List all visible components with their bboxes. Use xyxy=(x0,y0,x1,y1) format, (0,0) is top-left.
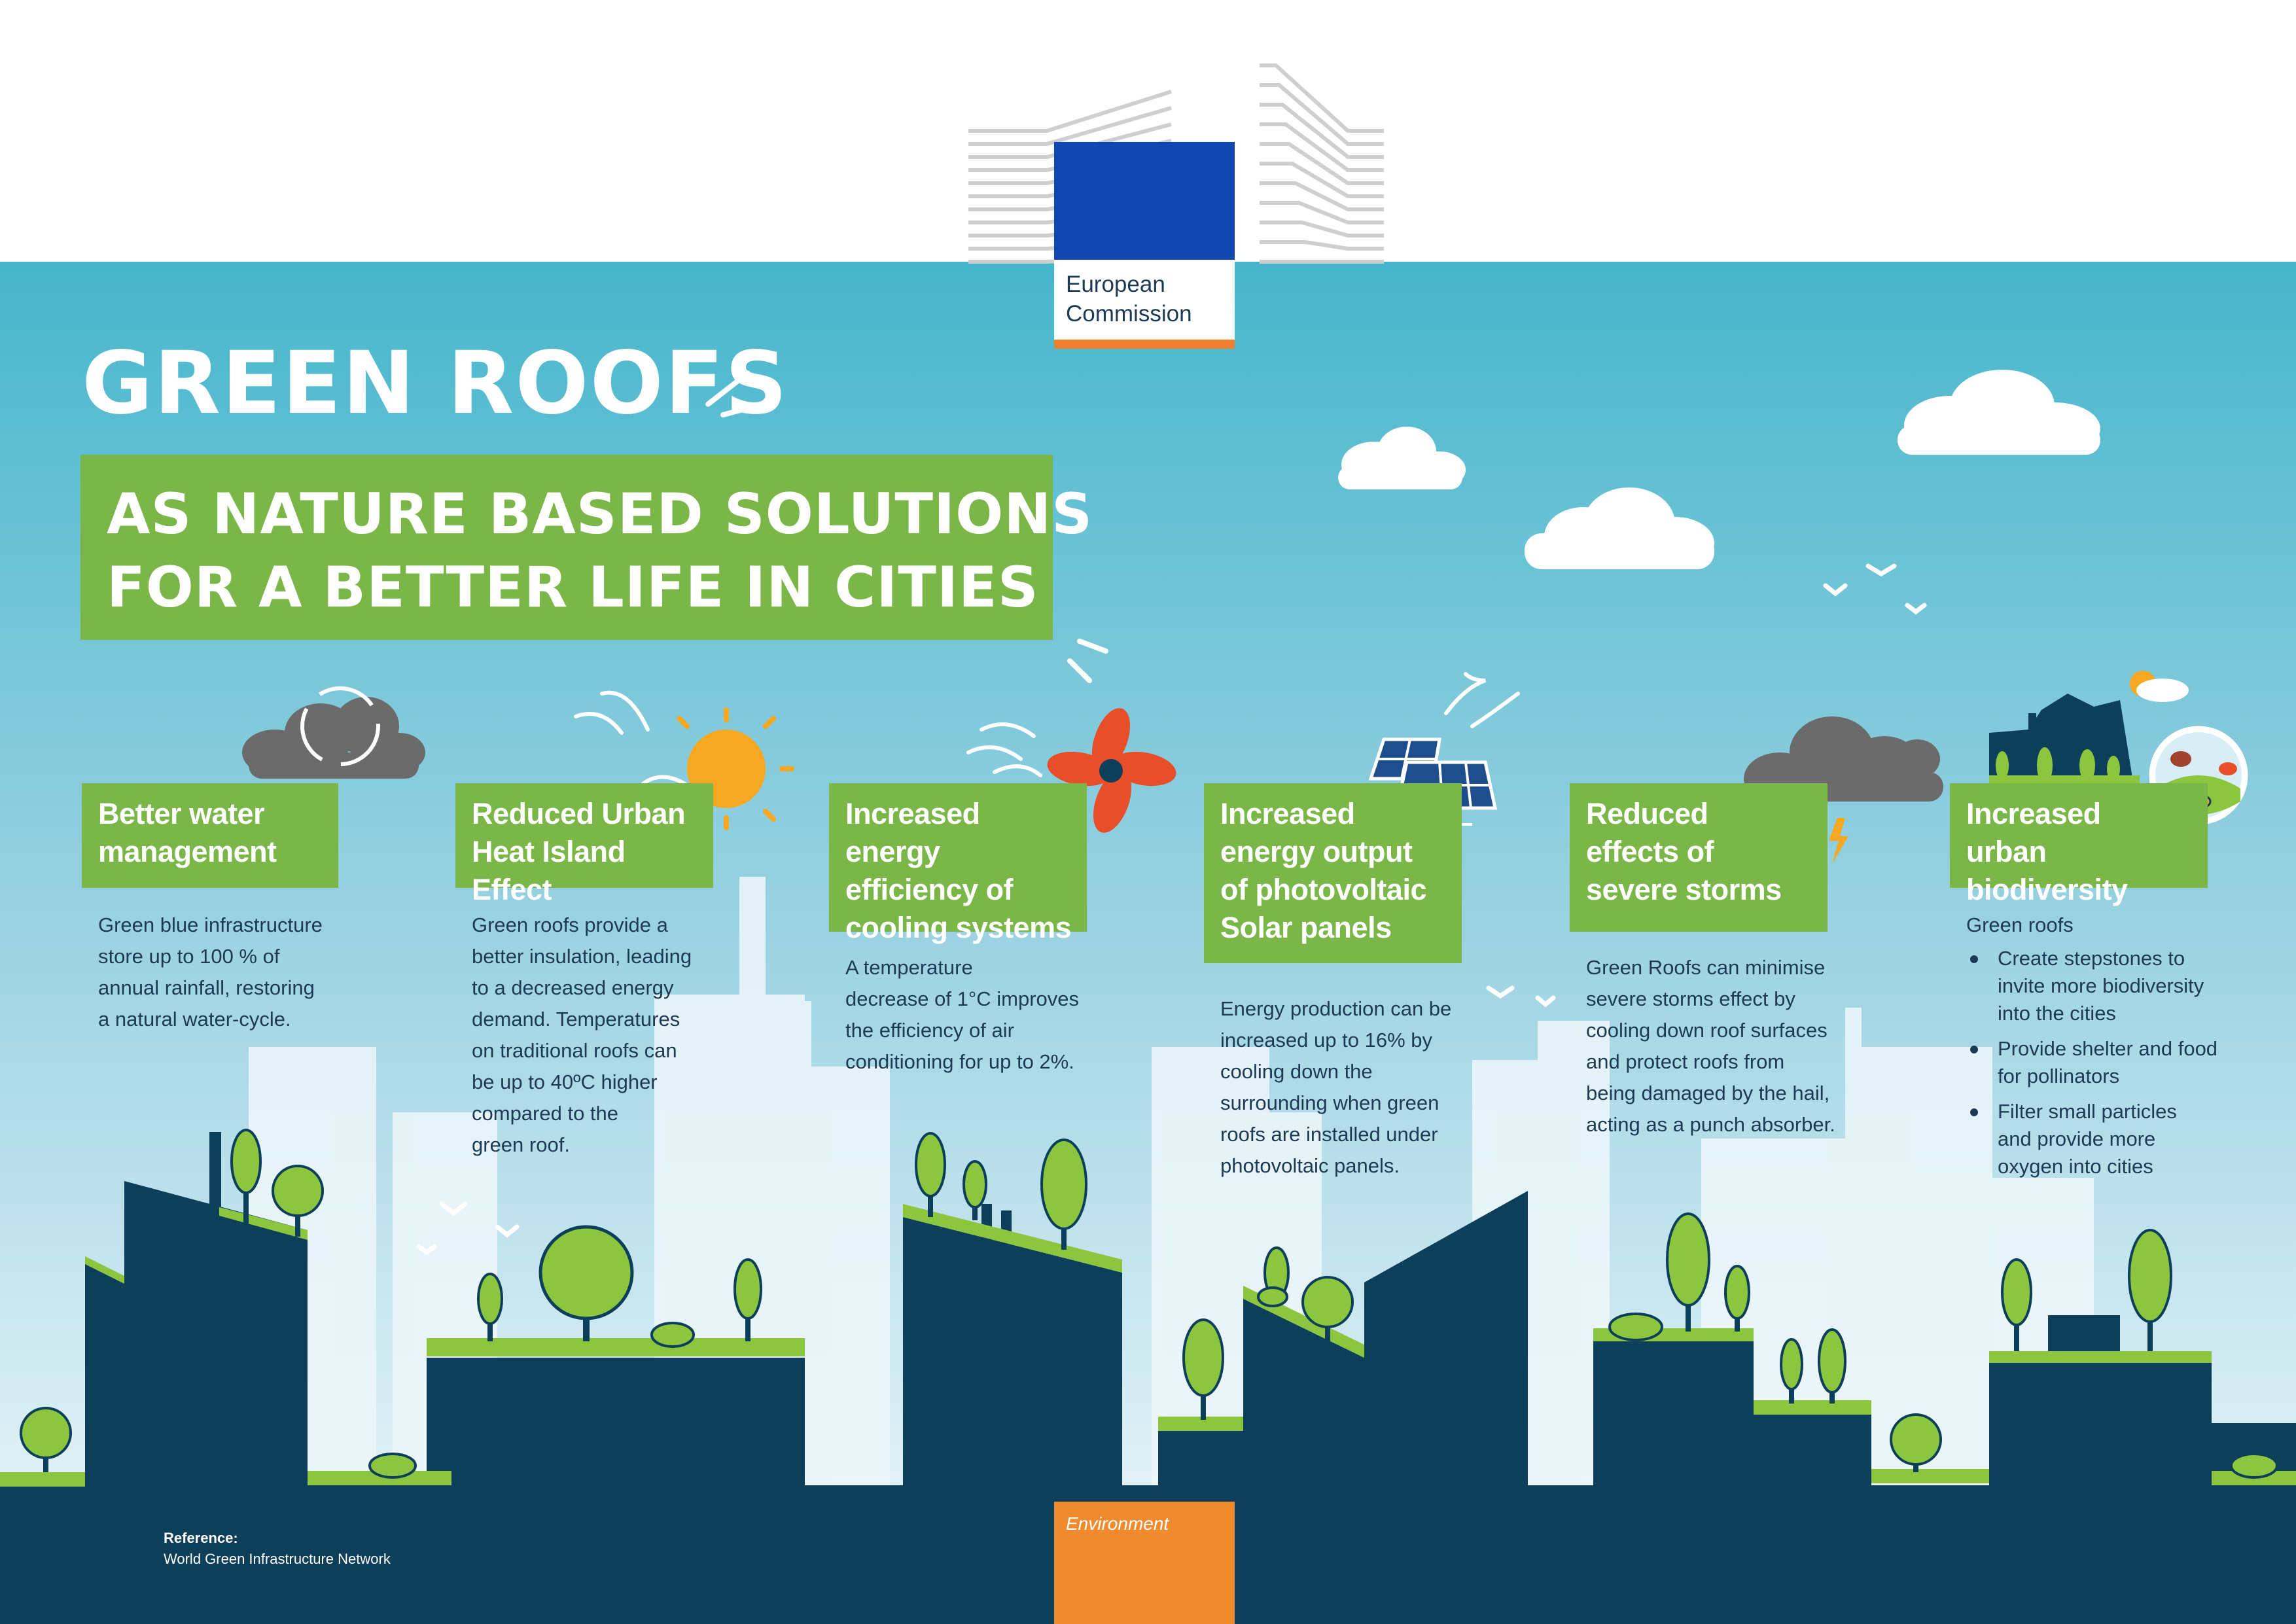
card-cooling-title: Increased energy efficiency of cooling s… xyxy=(845,797,1072,944)
tree-icon xyxy=(915,1132,946,1217)
tree-icon xyxy=(1818,1328,1846,1403)
cloud-icon xyxy=(1898,370,2100,455)
logo-text-line-2: Commission xyxy=(1066,301,1192,327)
bush-icon xyxy=(368,1453,417,1479)
cloud-icon xyxy=(1525,487,1714,569)
page-title: GREEN ROOFS xyxy=(82,333,789,434)
card-solar-title: Increased energy output of photovoltaic … xyxy=(1220,797,1426,944)
tree-icon xyxy=(20,1407,72,1472)
card-cooling-header: Increased energy efficiency of cooling s… xyxy=(829,783,1087,944)
card-heat-header: Reduced Urban Heat Island Effect xyxy=(455,783,713,906)
tree-icon xyxy=(539,1225,634,1341)
tree-icon xyxy=(1040,1139,1087,1250)
birds xyxy=(416,563,1927,1256)
tree-icon xyxy=(1301,1276,1354,1341)
eu-flag-icon xyxy=(1054,142,1235,260)
card-water-title: Better water management xyxy=(98,797,277,868)
card-storms-title: Reduced effects of severe storms xyxy=(1586,797,1782,906)
reference-label: Reference: xyxy=(164,1530,238,1546)
bush-icon xyxy=(650,1322,695,1348)
card-biodiversity-header: Increased urban biodiversity xyxy=(1950,783,2208,906)
tree-icon xyxy=(2128,1229,2172,1351)
tree-icon xyxy=(733,1258,762,1341)
card-heat-title: Reduced Urban Heat Island Effect xyxy=(472,797,686,906)
card-solar-header: Increased energy output of photovoltaic … xyxy=(1204,783,1462,963)
logo-text-line-1: European xyxy=(1066,272,1165,297)
tree-icon xyxy=(963,1160,987,1220)
bush-icon xyxy=(1257,1286,1288,1307)
logo-accent-bar xyxy=(1054,340,1235,349)
card-water-header: Better water management xyxy=(82,783,338,888)
bush-icon xyxy=(1608,1313,1663,1341)
tree-icon xyxy=(2001,1258,2032,1351)
subtitle-line-2: FOR A BETTER LIFE IN CITIES xyxy=(107,555,1039,620)
card-storms-header: Reduced effects of severe storms xyxy=(1570,783,1828,932)
biodiversity-intro: Green roofs xyxy=(1966,913,2074,936)
category-label: Environment xyxy=(1066,1513,1169,1534)
reference-source: World Green Infrastructure Network xyxy=(164,1551,391,1567)
tree-icon xyxy=(477,1273,503,1341)
tree-icon xyxy=(1890,1413,1942,1472)
bush-icon xyxy=(2230,1453,2278,1479)
tree-icon xyxy=(230,1129,262,1224)
cloud-icon xyxy=(1338,427,1466,489)
tree-icon xyxy=(1724,1265,1750,1332)
subtitle-line-1: AS NATURE BASED SOLUTIONS xyxy=(107,482,1093,547)
trees xyxy=(20,1129,2278,1479)
clouds xyxy=(1338,370,2100,569)
fan-icon xyxy=(966,639,1176,833)
european-commission-logo: European Commission xyxy=(1054,142,1235,349)
tree-icon xyxy=(272,1165,324,1237)
card-biodiversity-title: Increased urban biodiversity xyxy=(1966,797,2128,906)
tree-icon xyxy=(1182,1318,1224,1420)
subtitle-banner: AS NATURE BASED SOLUTIONS FOR A BETTER L… xyxy=(80,455,1092,640)
category-tag: Environment xyxy=(1054,1502,1235,1624)
tree-icon xyxy=(1780,1338,1803,1403)
tree-icon xyxy=(1666,1212,1710,1332)
